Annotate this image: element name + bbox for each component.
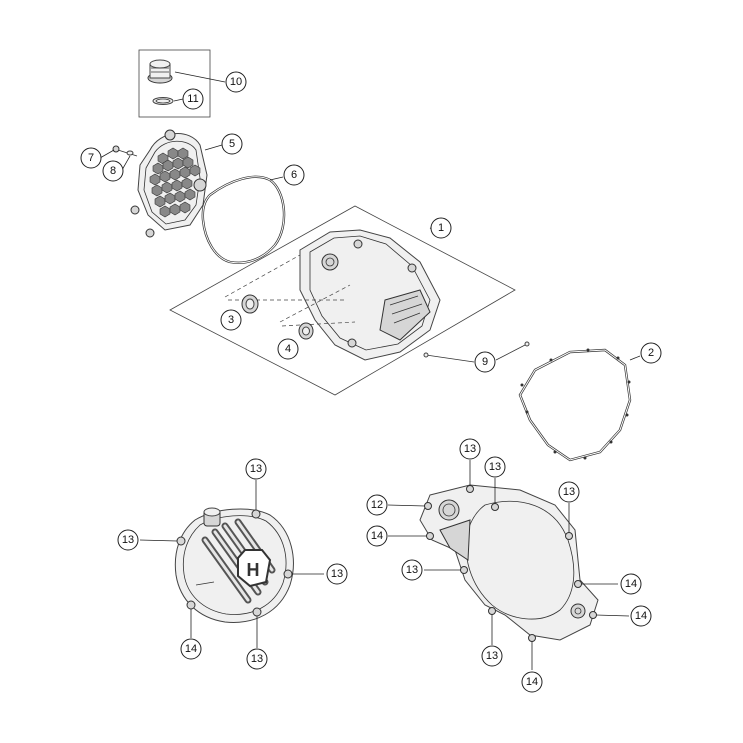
inner-clutch-cover (299, 229, 441, 361)
svg-text:11: 11 (187, 93, 198, 105)
svg-text:1: 1 (438, 222, 444, 234)
bearing-3 (241, 294, 259, 314)
svg-text:5: 5 (229, 138, 235, 150)
svg-text:13: 13 (489, 461, 501, 473)
svg-text:13: 13 (486, 650, 498, 662)
outer-clutch-cover-assembled: H (174, 507, 294, 623)
svg-text:7: 7 (88, 152, 94, 164)
inner-clutch-cover-assembly (169, 205, 516, 396)
callout-13-left-side: 13 (117, 529, 139, 551)
callout-11: 11 (182, 88, 204, 110)
wire-pin (423, 341, 530, 363)
callout-13-right-c: 13 (558, 481, 580, 503)
logo-letter: H (247, 560, 260, 580)
oil-filler-plug (147, 59, 173, 84)
svg-text:14: 14 (526, 676, 538, 688)
svg-text:2: 2 (648, 347, 654, 359)
svg-text:13: 13 (331, 568, 343, 580)
outer-cover-gasket (201, 175, 286, 264)
callout-3: 3 (220, 309, 242, 331)
callout-13-right-b: 13 (484, 456, 506, 478)
screw-and-washer (99, 145, 138, 171)
callout-13-right-d: 13 (401, 559, 423, 581)
callout-10: 10 (225, 71, 247, 93)
callout-5: 5 (221, 133, 243, 155)
callout-4: 4 (277, 338, 299, 360)
right-leaders (387, 460, 630, 670)
o-ring (152, 97, 174, 105)
callout-7: 7 (80, 147, 102, 169)
inner-clutch-cover-assembled (419, 484, 599, 642)
svg-text:14: 14 (371, 530, 383, 542)
svg-text:13: 13 (251, 653, 263, 665)
bearing-4 (298, 322, 314, 340)
callout-14-right-c: 14 (630, 605, 652, 627)
callout-13-left-top: 13 (245, 458, 267, 480)
svg-text:14: 14 (185, 643, 197, 655)
svg-text:6: 6 (291, 169, 297, 181)
callout-6: 6 (283, 164, 305, 186)
svg-text:14: 14 (635, 610, 647, 622)
callout-14-right-b: 14 (620, 573, 642, 595)
svg-text:13: 13 (250, 463, 262, 475)
svg-text:13: 13 (563, 486, 575, 498)
callout-14-left-bottom: 14 (180, 638, 202, 660)
svg-text:4: 4 (285, 343, 291, 355)
svg-text:13: 13 (406, 564, 418, 576)
svg-text:12: 12 (371, 499, 383, 511)
callout-9: 9 (474, 351, 496, 373)
part-box-10-11 (138, 49, 226, 118)
svg-text:9: 9 (482, 356, 488, 368)
svg-text:10: 10 (230, 76, 242, 88)
callout-14-right-a: 14 (366, 525, 388, 547)
svg-text:13: 13 (464, 443, 476, 455)
callout-12-right: 12 (366, 494, 388, 516)
callout-13-right-a: 13 (459, 438, 481, 460)
inner-cover-gasket (518, 348, 641, 462)
svg-text:8: 8 (110, 165, 116, 177)
callout-13-right-e: 13 (481, 645, 503, 667)
brand-logo: H (237, 549, 272, 588)
outer-clutch-cover (130, 129, 223, 238)
left-leaders (139, 480, 324, 648)
svg-text:13: 13 (122, 534, 134, 546)
svg-text:14: 14 (625, 578, 637, 590)
callout-14-right-d: 14 (521, 671, 543, 693)
callout-13-left-right: 13 (326, 563, 348, 585)
svg-text:3: 3 (228, 314, 234, 326)
callout-1: 1 (430, 217, 452, 239)
callout-13-left-bottom: 13 (246, 648, 268, 670)
callout-2: 2 (640, 342, 662, 364)
callout-8: 8 (102, 160, 124, 182)
